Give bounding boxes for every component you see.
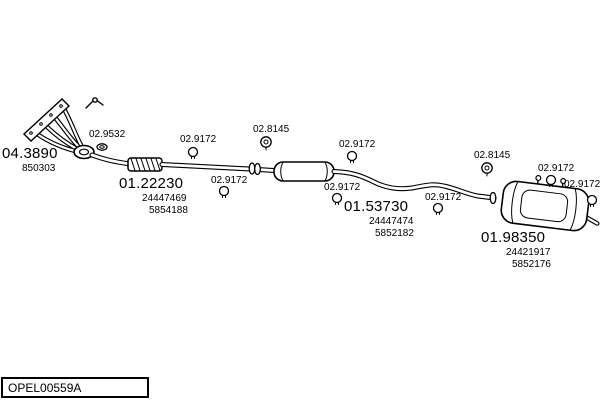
- center-silencer-drawing: [273, 161, 335, 182]
- part-ref-front-pipe-2: 5854188: [149, 205, 188, 216]
- manifold-drawing: [22, 98, 95, 160]
- part-label-clamp: 02.9172: [564, 179, 600, 190]
- part-label-rear-silencer: 01.98350: [481, 229, 546, 246]
- front-pipe-drawing: [89, 152, 133, 167]
- part-label-clamp: 02.9172: [425, 192, 462, 203]
- part-label-clamp: 02.9172: [211, 175, 248, 186]
- part-label-front-pipe: 01.22230: [119, 175, 184, 192]
- hanger-icon: [481, 162, 493, 177]
- clamp-icon: [586, 194, 598, 207]
- part-ref-center-silencer-1: 24447474: [369, 216, 414, 227]
- part-ref-front-pipe-1: 24447469: [142, 193, 187, 204]
- part-label-hanger: 02.8145: [253, 124, 290, 135]
- part-label-clamp: 02.9172: [180, 134, 217, 145]
- part-ref-manifold: 850303: [22, 163, 56, 174]
- clamp-icon: [432, 202, 444, 215]
- mid-pipe-drawing: [159, 162, 277, 176]
- part-label-clamp: 02.9172: [339, 139, 376, 150]
- part-label-center-silencer: 01.53730: [344, 198, 409, 215]
- mounting-bracket-drawing: [85, 97, 104, 109]
- clamp-icon: [331, 192, 343, 205]
- part-label-clamp: 02.9172: [538, 163, 575, 174]
- part-ref-rear-silencer-1: 24421917: [506, 247, 551, 258]
- drawing-code-box: OPEL00559A: [1, 377, 149, 398]
- part-label-hanger: 02.8145: [474, 150, 511, 161]
- hanger-icon: [260, 136, 272, 151]
- rear-pipe-drawing: [331, 169, 497, 205]
- flex-pipe-drawing: [127, 157, 163, 172]
- clamp-icon: [218, 185, 230, 198]
- part-ref-center-silencer-2: 5852182: [375, 228, 414, 239]
- gasket-icon: [96, 143, 108, 151]
- clamp-icon: [187, 146, 199, 159]
- part-label-gasket: 02.9532: [89, 129, 126, 140]
- part-label-manifold: 04.3890: [2, 145, 58, 162]
- clamp-icon: [346, 150, 358, 163]
- rear-silencer-drawing: [500, 174, 600, 232]
- clamp-icon: [545, 174, 557, 187]
- drawing-code: OPEL00559A: [8, 380, 82, 395]
- part-label-clamp: 02.9172: [324, 182, 361, 193]
- part-ref-rear-silencer-2: 5852176: [512, 259, 551, 270]
